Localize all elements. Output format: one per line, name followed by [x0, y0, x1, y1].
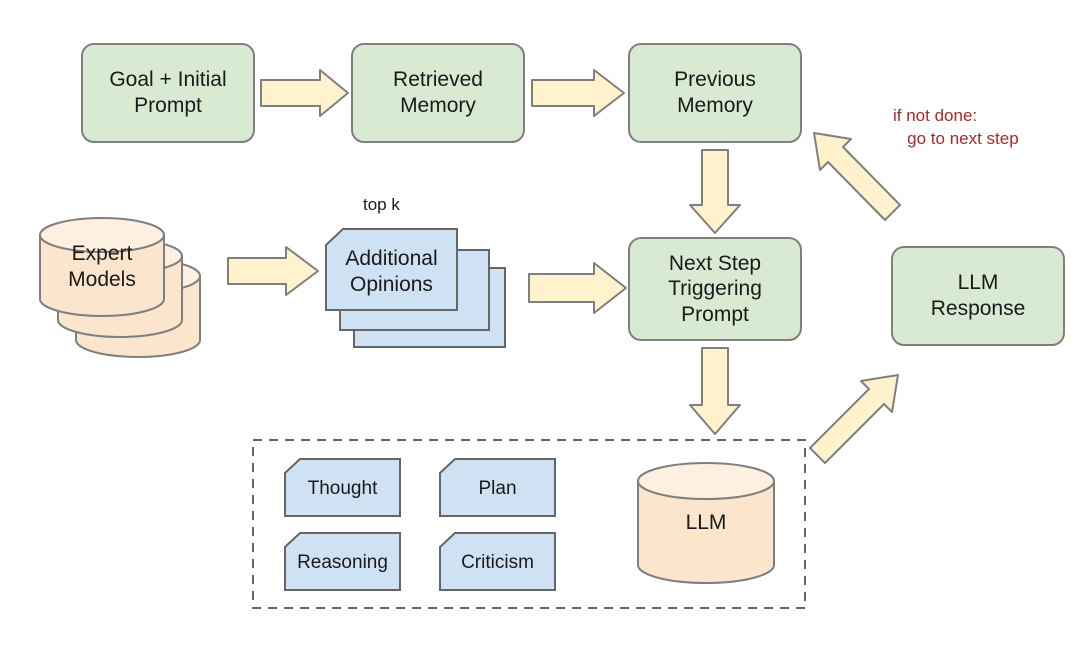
arrow-llm-to-llm-response	[809, 374, 899, 464]
arrow-next-step-to-llm-container	[689, 347, 741, 435]
arrow-previous-memory-to-next-step	[689, 149, 741, 234]
node-goal-initial-prompt	[81, 43, 255, 143]
node-additional-opinions-card-front	[325, 228, 458, 311]
top-k-label: top k	[363, 195, 400, 214]
arrow-additional-opinions-to-next-step	[528, 262, 627, 314]
node-criticism	[439, 532, 556, 591]
node-thought	[284, 458, 401, 517]
node-previous-memory	[628, 43, 802, 143]
llm-container-dashed-box	[252, 439, 806, 609]
node-reasoning	[284, 532, 401, 591]
arrow-expert-models-to-additional-opinions	[227, 246, 319, 296]
arrow-llm-response-to-previous-memory	[813, 132, 901, 221]
feedback-note-label: if not done: go to next step	[893, 106, 1019, 148]
node-plan	[439, 458, 556, 517]
node-llm-response	[891, 246, 1065, 346]
node-retrieved-memory	[351, 43, 525, 143]
arrow-retrieved-to-previous-memory	[531, 69, 625, 117]
node-next-step-triggering-prompt	[628, 237, 802, 341]
node-llm-cylinder	[637, 462, 775, 584]
node-expert-models-cyl-front	[39, 217, 165, 317]
arrow-goal-to-retrieved-memory	[260, 69, 349, 117]
